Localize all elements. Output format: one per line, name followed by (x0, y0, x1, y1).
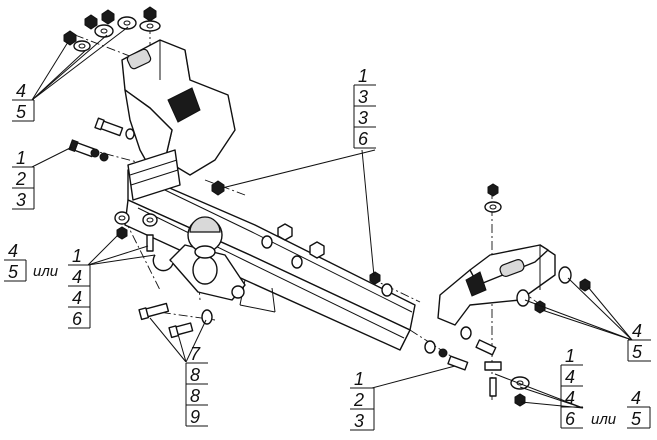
nut (277, 223, 293, 241)
nut (84, 14, 98, 30)
callout-left-alt-a: 4 5 или (4, 241, 59, 282)
callout-label: 3 (16, 190, 26, 210)
nut (90, 148, 100, 158)
bolt (168, 322, 194, 339)
nut (309, 241, 325, 259)
callout-label: 4 (72, 267, 82, 287)
nut (369, 271, 381, 285)
callout-label: 4 (16, 81, 26, 101)
callout-or: или (33, 263, 59, 280)
nut (143, 6, 157, 22)
callout-label: 4 (8, 241, 18, 261)
callout-label: 3 (358, 108, 368, 128)
washer (460, 326, 472, 340)
callout-label: 5 (631, 409, 642, 429)
washer (484, 201, 502, 213)
nut (487, 183, 499, 197)
callout-label: 6 (565, 409, 576, 429)
nut (101, 9, 115, 25)
bolt (94, 117, 124, 137)
nut (211, 180, 225, 196)
bolt (138, 302, 170, 321)
washer (94, 24, 114, 38)
washer (125, 128, 135, 140)
callout-label: 4 (72, 288, 82, 308)
callout-label: 5 (8, 262, 19, 282)
callout-label: 2 (353, 390, 364, 410)
callout-label: 1 (354, 369, 364, 389)
nut (514, 393, 526, 407)
callout-bottom-middle: 1 2 3 (350, 369, 375, 431)
callout-label: 9 (190, 407, 200, 427)
callout-label: 1 (16, 148, 26, 168)
washer (114, 211, 130, 225)
callout-label: 1 (565, 346, 575, 366)
right-mounting-bracket (437, 244, 556, 326)
fasteners (63, 6, 591, 407)
callout-label: 5 (632, 342, 643, 362)
callout-label: 6 (72, 309, 83, 329)
leader-lines (31, 26, 633, 409)
bolt (146, 234, 154, 252)
callout-top-middle: 1 3 3 6 (353, 66, 376, 149)
callout-label: 1 (72, 246, 82, 266)
callout-bottom-left: 7 8 8 9 (185, 344, 208, 427)
washer (261, 235, 273, 249)
callout-label: 5 (16, 102, 27, 122)
nut (438, 348, 448, 358)
nut (99, 152, 109, 162)
callout-label: 8 (190, 386, 200, 406)
callout-label: 7 (190, 344, 201, 364)
washer (201, 309, 213, 325)
callout-right: 4 5 (627, 321, 651, 362)
washer (516, 289, 530, 307)
washer (424, 340, 436, 354)
bolt (484, 361, 502, 371)
washer (381, 283, 393, 297)
callout-label: 4 (631, 388, 641, 408)
callout-label: 1 (358, 66, 368, 86)
callout-left-alt-b: 1 4 4 6 (68, 246, 91, 329)
left-mounting-bracket (121, 39, 236, 201)
crossbar-beam (124, 169, 416, 351)
callout-label: 2 (15, 169, 26, 189)
callout-bottom-right-a: 1 4 4 6 или (560, 346, 617, 429)
callout-label: 8 (190, 365, 200, 385)
washer (510, 376, 530, 390)
nut (579, 278, 591, 292)
washer (291, 255, 303, 269)
washer (117, 16, 137, 30)
washer (139, 20, 161, 32)
callout-or: или (591, 411, 617, 428)
washer (558, 266, 572, 284)
nut (116, 226, 128, 240)
callout-left-bolt: 1 2 3 (12, 148, 35, 210)
nut (63, 30, 77, 46)
callout-label: 4 (632, 321, 642, 341)
washer (142, 213, 158, 227)
bolt (489, 377, 497, 397)
tow-ball-mount (152, 216, 246, 301)
callout-label: 3 (358, 87, 368, 107)
callout-label: 4 (565, 367, 575, 387)
bolt (475, 339, 497, 356)
washer (73, 40, 91, 52)
callout-bottom-right-b: 4 5 (627, 388, 651, 429)
callout-label: 3 (354, 411, 364, 431)
bolt (447, 355, 469, 371)
callout-label: 4 (565, 388, 575, 408)
callout-top-left: 4 5 (12, 81, 35, 122)
callout-label: 6 (358, 129, 369, 149)
